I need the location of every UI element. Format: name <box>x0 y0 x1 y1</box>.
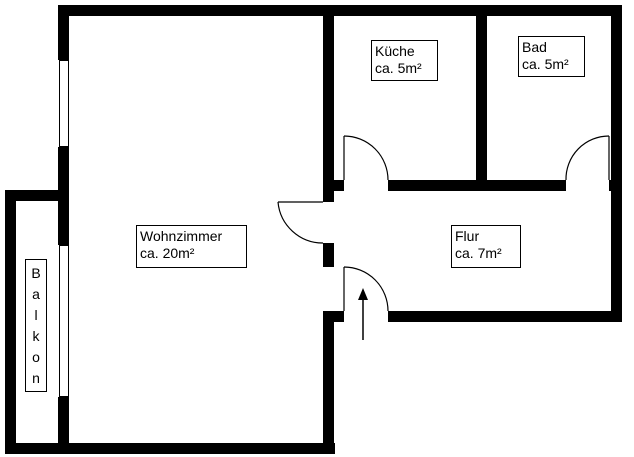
door-wohnzimmer-swing <box>277 201 324 244</box>
doors <box>277 135 610 312</box>
wall-kueche-bad <box>476 5 487 191</box>
balkon-letter: l <box>34 307 38 323</box>
room-name-bad: Bad <box>522 39 547 55</box>
wall-partition-upper <box>323 5 334 202</box>
balkon-letter: B <box>31 265 41 281</box>
room-name-kueche: Küche <box>375 43 415 59</box>
balkon-letter: k <box>32 328 40 344</box>
room-label-flur: Flur ca. 7m² <box>451 225 521 268</box>
wall-bottom-wohnzimmer <box>58 443 335 454</box>
room-label-bad: Bad ca. 5m² <box>518 36 585 77</box>
balkon-letter: a <box>32 286 40 302</box>
wall-bottom-flur <box>388 311 622 322</box>
arrow-up-icon <box>358 288 368 340</box>
window-upper <box>59 60 69 147</box>
room-label-balkon: B a l k o n <box>25 259 47 392</box>
room-label-wohnzimmer: Wohnzimmer ca. 20m² <box>136 225 247 268</box>
wall-right <box>611 5 622 189</box>
wall-balkon-bottom <box>5 443 69 454</box>
balkon-door <box>59 245 69 397</box>
room-area-flur: ca. 7m² <box>455 245 502 261</box>
wall-entrance-left-stub <box>323 311 344 322</box>
wall-balkon-top <box>5 190 69 201</box>
room-area-wohnzimmer: ca. 20m² <box>140 245 195 261</box>
balkon-letter: n <box>32 370 40 386</box>
room-label-kueche: Küche ca. 5m² <box>371 40 438 81</box>
door-entrance-swing <box>343 266 389 312</box>
room-area-bad: ca. 5m² <box>522 56 569 72</box>
wall-top-kueche-bad <box>323 5 622 16</box>
wall-right-lower <box>611 180 622 322</box>
wall-partition-middle <box>323 243 334 267</box>
wall-left-lower <box>58 397 69 454</box>
room-name-flur: Flur <box>455 228 480 244</box>
door-kueche-swing <box>343 135 389 181</box>
walls <box>5 5 622 454</box>
door-bad-swing <box>565 135 610 181</box>
wall-partition-lower <box>323 311 334 454</box>
wall-left-upper <box>58 5 69 60</box>
room-name-wohnzimmer: Wohnzimmer <box>140 228 223 244</box>
balkon-letter: o <box>32 349 40 365</box>
windows <box>59 60 69 397</box>
room-area-kueche: ca. 5m² <box>375 60 422 76</box>
wall-kueche-flur-left <box>323 180 344 191</box>
wall-balkon-left <box>5 190 16 454</box>
wall-top-wohnzimmer <box>58 5 335 16</box>
wall-bad-flur-right <box>609 180 622 191</box>
